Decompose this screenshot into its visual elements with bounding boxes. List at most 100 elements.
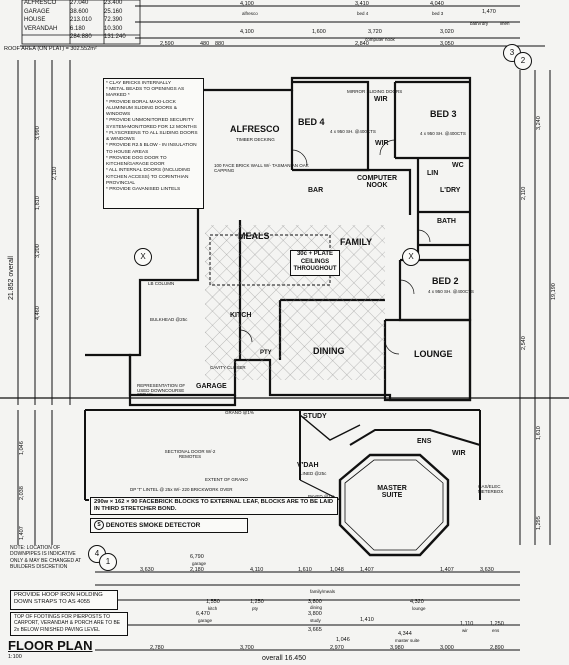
room-computer-nook: COMPUTER NOOK [356, 175, 398, 189]
dim-bottom: 3,630 [480, 567, 494, 573]
room-study: STUDY [303, 413, 327, 420]
room-garage: GARAGE [196, 383, 227, 390]
smoke-detector-legend: S DENOTES SMOKE DETECTOR [90, 518, 248, 533]
extent-grano-note: EXTENT OF GRANO [205, 477, 248, 482]
dim-top: 1,600 [312, 29, 326, 35]
dim-bottom: 1,550 [206, 599, 220, 605]
dim-bottom: 3,665 [308, 627, 322, 633]
dim-right: 2,110 [521, 186, 527, 200]
section-marker-left: X [134, 248, 152, 266]
room-ens: ENS [417, 438, 432, 445]
dim-bottom: 6,790 [190, 554, 204, 560]
dim-bottom: 2,890 [490, 645, 504, 651]
lintel-note: DP 'T' LINTEL @ 25x W/- 220 BRICKWORK OV… [130, 487, 233, 492]
ceilings-callout: 30c + PLATE CEILINGS THROUGHOUT [290, 250, 340, 276]
dim-top-label: alfresco [242, 11, 258, 16]
grid-marker-1: 1 [99, 553, 117, 571]
bulkhead-note: BULKHEAD @25c [150, 317, 188, 322]
drawing-scale: 1:100 [8, 654, 22, 660]
dim-bottom-label: lounge [412, 606, 426, 611]
dim-right: 1,295 [536, 516, 542, 530]
lb-column-note: LB COLUMN [148, 281, 175, 286]
area-row-total: 284.880 131.240 [70, 34, 126, 40]
area-row: HOUSE 213.010 72.390 [24, 17, 123, 23]
dim-bottom-label: kitch [208, 606, 218, 611]
overall-width: overall 16.450 [262, 655, 306, 662]
room-bar: BAR [308, 187, 324, 194]
dim-bottom: 3,000 [440, 645, 454, 651]
dim-bottom: 2,970 [330, 645, 344, 651]
room-bed4: BED 4 [298, 117, 325, 127]
dim-bottom-label: wir [462, 628, 468, 633]
sectional-door-note: SECTIONAL DOOR W/-2 REMOTES [164, 449, 216, 459]
grid-marker-2: 2 [514, 52, 532, 70]
dim-bottom: 3,980 [390, 645, 404, 651]
area-row: ALFRESCO 27.040 23.400 [24, 0, 123, 6]
room-wc: WC [452, 162, 464, 169]
dim-top-label: bed 4 [357, 11, 369, 16]
dim-bottom: 3,800 [308, 611, 322, 617]
dim-left: 1,407 [19, 526, 25, 540]
dim-bottom: 3,700 [240, 645, 254, 651]
bed4-size: 4 x 950 SH. @400CTS [330, 129, 376, 134]
room-wir-master: WIR [452, 450, 466, 457]
dim-top-label: bath/l'dry [470, 21, 489, 26]
dim-bottom: 1,407 [360, 567, 374, 573]
dim-bottom: 4,110 [250, 567, 264, 573]
dim-bottom: 3,630 [140, 567, 154, 573]
dim-left: 3,200 [35, 244, 41, 258]
room-family: FAMILY [340, 237, 373, 247]
dim-top: 3,020 [440, 29, 454, 35]
room-bed2: BED 2 [432, 276, 459, 286]
room-wir-mid: WIR [375, 140, 389, 147]
dim-top-label: computer nook [365, 37, 395, 42]
dim-bottom: 2,180 [190, 567, 204, 573]
room-lin: LIN [427, 170, 439, 177]
dim-left: 1,810 [35, 196, 41, 210]
drawing-title: FLOOR PLAN [8, 638, 93, 653]
dim-top: 880 [215, 41, 225, 47]
dim-top: 480 [200, 41, 210, 47]
room-dining: DINING [313, 346, 345, 356]
room-kitch: KITCH [230, 312, 252, 319]
area-row: VERANDAH 6.180 10.300 [24, 25, 123, 32]
dim-bottom: 1,046 [336, 637, 350, 643]
dim-top: 4,040 [430, 1, 444, 7]
dim-top: 4,100 [240, 1, 254, 7]
overall-height: 21.852 overall [8, 256, 15, 300]
dim-left: 3,990 [35, 126, 41, 140]
cavity-closer-note: CAVITY CLOSER [210, 365, 246, 370]
dim-top: 2,840 [355, 41, 369, 47]
room-vdah: V'DAH [297, 462, 319, 469]
dim-right: 2,540 [521, 336, 527, 350]
downpipes-note: NOTE: LOCATION OF DOWNPIPES IS INDICATIV… [10, 545, 82, 570]
lined-note: LINED @25c [300, 471, 327, 476]
grano-note: GRANO @1% [225, 410, 254, 415]
dim-bottom-label: study [310, 618, 321, 623]
room-ldry: L'DRY [440, 187, 461, 194]
area-table: ALFRESCO 27.040 23.400 GARAGE 38.600 25.… [24, 0, 142, 43]
paved-note: PAVED @1% [308, 494, 335, 500]
bed3-size: 4 x 950 SH. @400CTS [420, 131, 466, 136]
hoop-iron-note: PROVIDE HOOP IRON HOLDING DOWN STRAPS TO… [10, 590, 118, 610]
dim-left: 4,460 [35, 306, 41, 320]
dim-bottom-label: master suite [395, 638, 420, 643]
dim-left: 2,038 [19, 486, 25, 500]
dim-bottom: 4,320 [410, 599, 424, 605]
dim-bottom-label: garage [198, 618, 213, 623]
dim-bottom: 1,410 [360, 617, 374, 623]
dim-bottom: 2,780 [150, 645, 164, 651]
alfresco-deck-note: TIMBER DECKING [236, 137, 275, 142]
dim-right: 19,190 [551, 283, 557, 300]
dim-bottom: 1,250 [250, 599, 264, 605]
dim-bottom: 4,344 [398, 631, 412, 637]
dim-top: 3,410 [355, 1, 369, 7]
room-lounge: LOUNGE [414, 349, 453, 359]
dim-left: 1,046 [19, 441, 25, 455]
dim-left: 2,110 [52, 166, 58, 180]
notes-list: * CLAY BRICKS INTERNALLY * METAL BEADS T… [103, 78, 204, 209]
room-master-suite: MASTER SUITE [377, 485, 407, 499]
dim-bottom-label: pty [252, 606, 259, 611]
roof-area: ROOF AREA (ON PLAT) = 302.552m² [4, 46, 97, 52]
dim-bottom-label: dining [310, 605, 323, 610]
